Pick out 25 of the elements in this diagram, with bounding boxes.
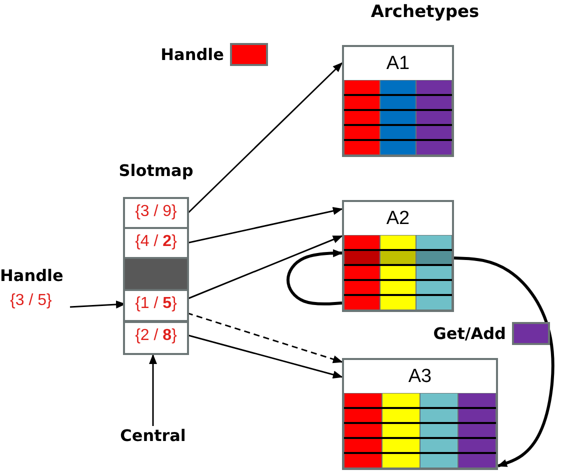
legend-label: Handle	[160, 45, 224, 64]
archetype-table	[342, 45, 454, 157]
loop-arrow	[286, 249, 343, 306]
slot-value: {4 / 2}	[134, 233, 178, 251]
slot-cell	[125, 229, 187, 257]
archetype-label: A1	[385, 53, 411, 75]
arrow	[454, 256, 554, 468]
legend-label: Get/Add	[432, 324, 506, 343]
slotmap-heading: Slotmap	[118, 161, 194, 180]
slot-cell	[125, 199, 187, 227]
archetype-table	[342, 358, 498, 470]
slot-value: {3 / 9}	[134, 203, 178, 221]
archetype-label: A3	[407, 366, 433, 388]
empty-slot	[125, 259, 187, 289]
central-label: Central	[119, 426, 187, 445]
slot-cell	[125, 323, 187, 353]
arrow	[149, 354, 157, 426]
handle-value: {3 / 5}	[10, 292, 52, 310]
diagram-title: Archetypes	[370, 2, 480, 22]
slot-value: {1 / 5}	[134, 295, 178, 313]
archetype-label: A2	[385, 208, 411, 230]
slot-value: {2 / 8}	[134, 327, 178, 345]
slot-cell	[125, 291, 187, 320]
handle-label: Handle	[0, 266, 64, 285]
archetype-table	[342, 200, 454, 312]
